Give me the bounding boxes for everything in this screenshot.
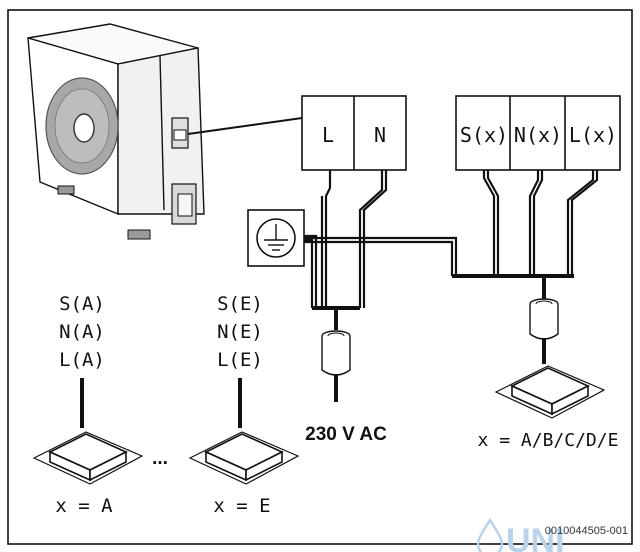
terminal-n-x-label: N(x) [514,123,562,147]
indoor-bus-wires [304,170,599,300]
indoor-unit-combined-icon [494,365,606,419]
outdoor-unit-illustration [27,23,205,240]
indoor-a-assignment: x = A [55,495,113,517]
figure-code: 0010044505-001 [545,525,628,537]
indoor-unit-a-icon [32,431,144,485]
terminal-l-x-label: L(x) [569,123,617,147]
watermark: UNI [506,522,565,552]
more-units-ellipsis: ... [152,448,168,469]
indoor-e-s-label: S(E) [217,293,263,315]
indoor-e-l-label: L(E) [217,349,263,371]
terminal-n-label: N [374,123,386,147]
terminal-s-x-label: S(x) [460,123,508,147]
indoor-e-n-label: N(E) [217,321,263,343]
terminal-l-label: L [322,123,334,147]
indoor-a-s-label: S(A) [59,293,105,315]
indoor-unit-a-labels: S(A) N(A) L(A) [59,293,105,371]
main-terminal-block: L N [301,95,407,171]
indoor-combined-assignment: x = A/B/C/D/E [478,430,619,451]
supply-cable-ferrite-icon [321,330,351,376]
indoor-a-n-label: N(A) [59,321,105,343]
water-drop-icon [476,517,504,552]
indoor-terminal-block: S(x) N(x) L(x) [455,95,621,171]
earth-ground-icon [247,209,305,267]
indoor-unit-e-labels: S(E) N(E) L(E) [217,293,263,371]
indoor-cable-ferrite-icon [529,298,559,340]
indoor-unit-e-icon [188,431,300,485]
indoor-a-l-label: L(A) [59,349,105,371]
indoor-e-assignment: x = E [213,495,270,517]
supply-wires [304,170,388,330]
terminal-leader-line [187,117,303,135]
power-supply-label: 230 V AC [305,424,387,445]
figure-frame [7,9,633,545]
